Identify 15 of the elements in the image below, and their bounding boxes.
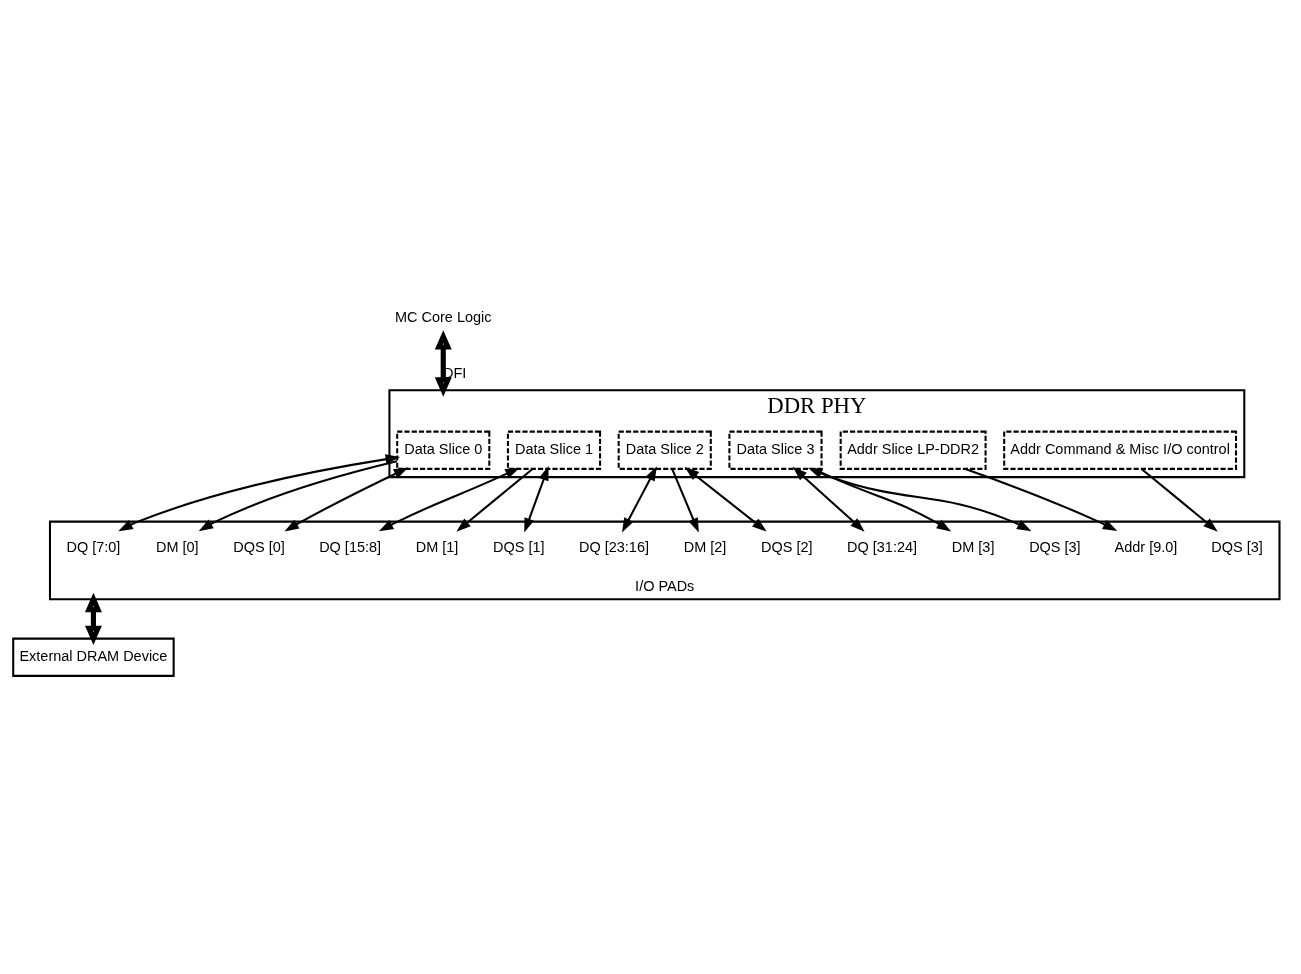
node-text: DQS [3] (1211, 538, 1263, 555)
node-text: DM [3] (951, 538, 995, 555)
node-text: DM [2] (683, 538, 727, 555)
node-text: DQS [0] (233, 538, 285, 555)
node-text: DQ [31:24] (847, 538, 918, 555)
node-text: DM [1] (415, 538, 459, 555)
node-text: DQ [15:8] (319, 538, 382, 555)
node-text: DQ [23:16] (579, 538, 650, 555)
node-text: DQ [7:0] (66, 538, 121, 555)
node-text: DQS [1] (493, 538, 545, 555)
node-text: MC Core Logic (395, 308, 492, 325)
node-text: DQS [2] (761, 538, 813, 555)
node-text: Addr [9.0] (1114, 538, 1178, 555)
node-text: DQS [3] (1029, 538, 1081, 555)
node-text: DM [0] (155, 538, 199, 555)
